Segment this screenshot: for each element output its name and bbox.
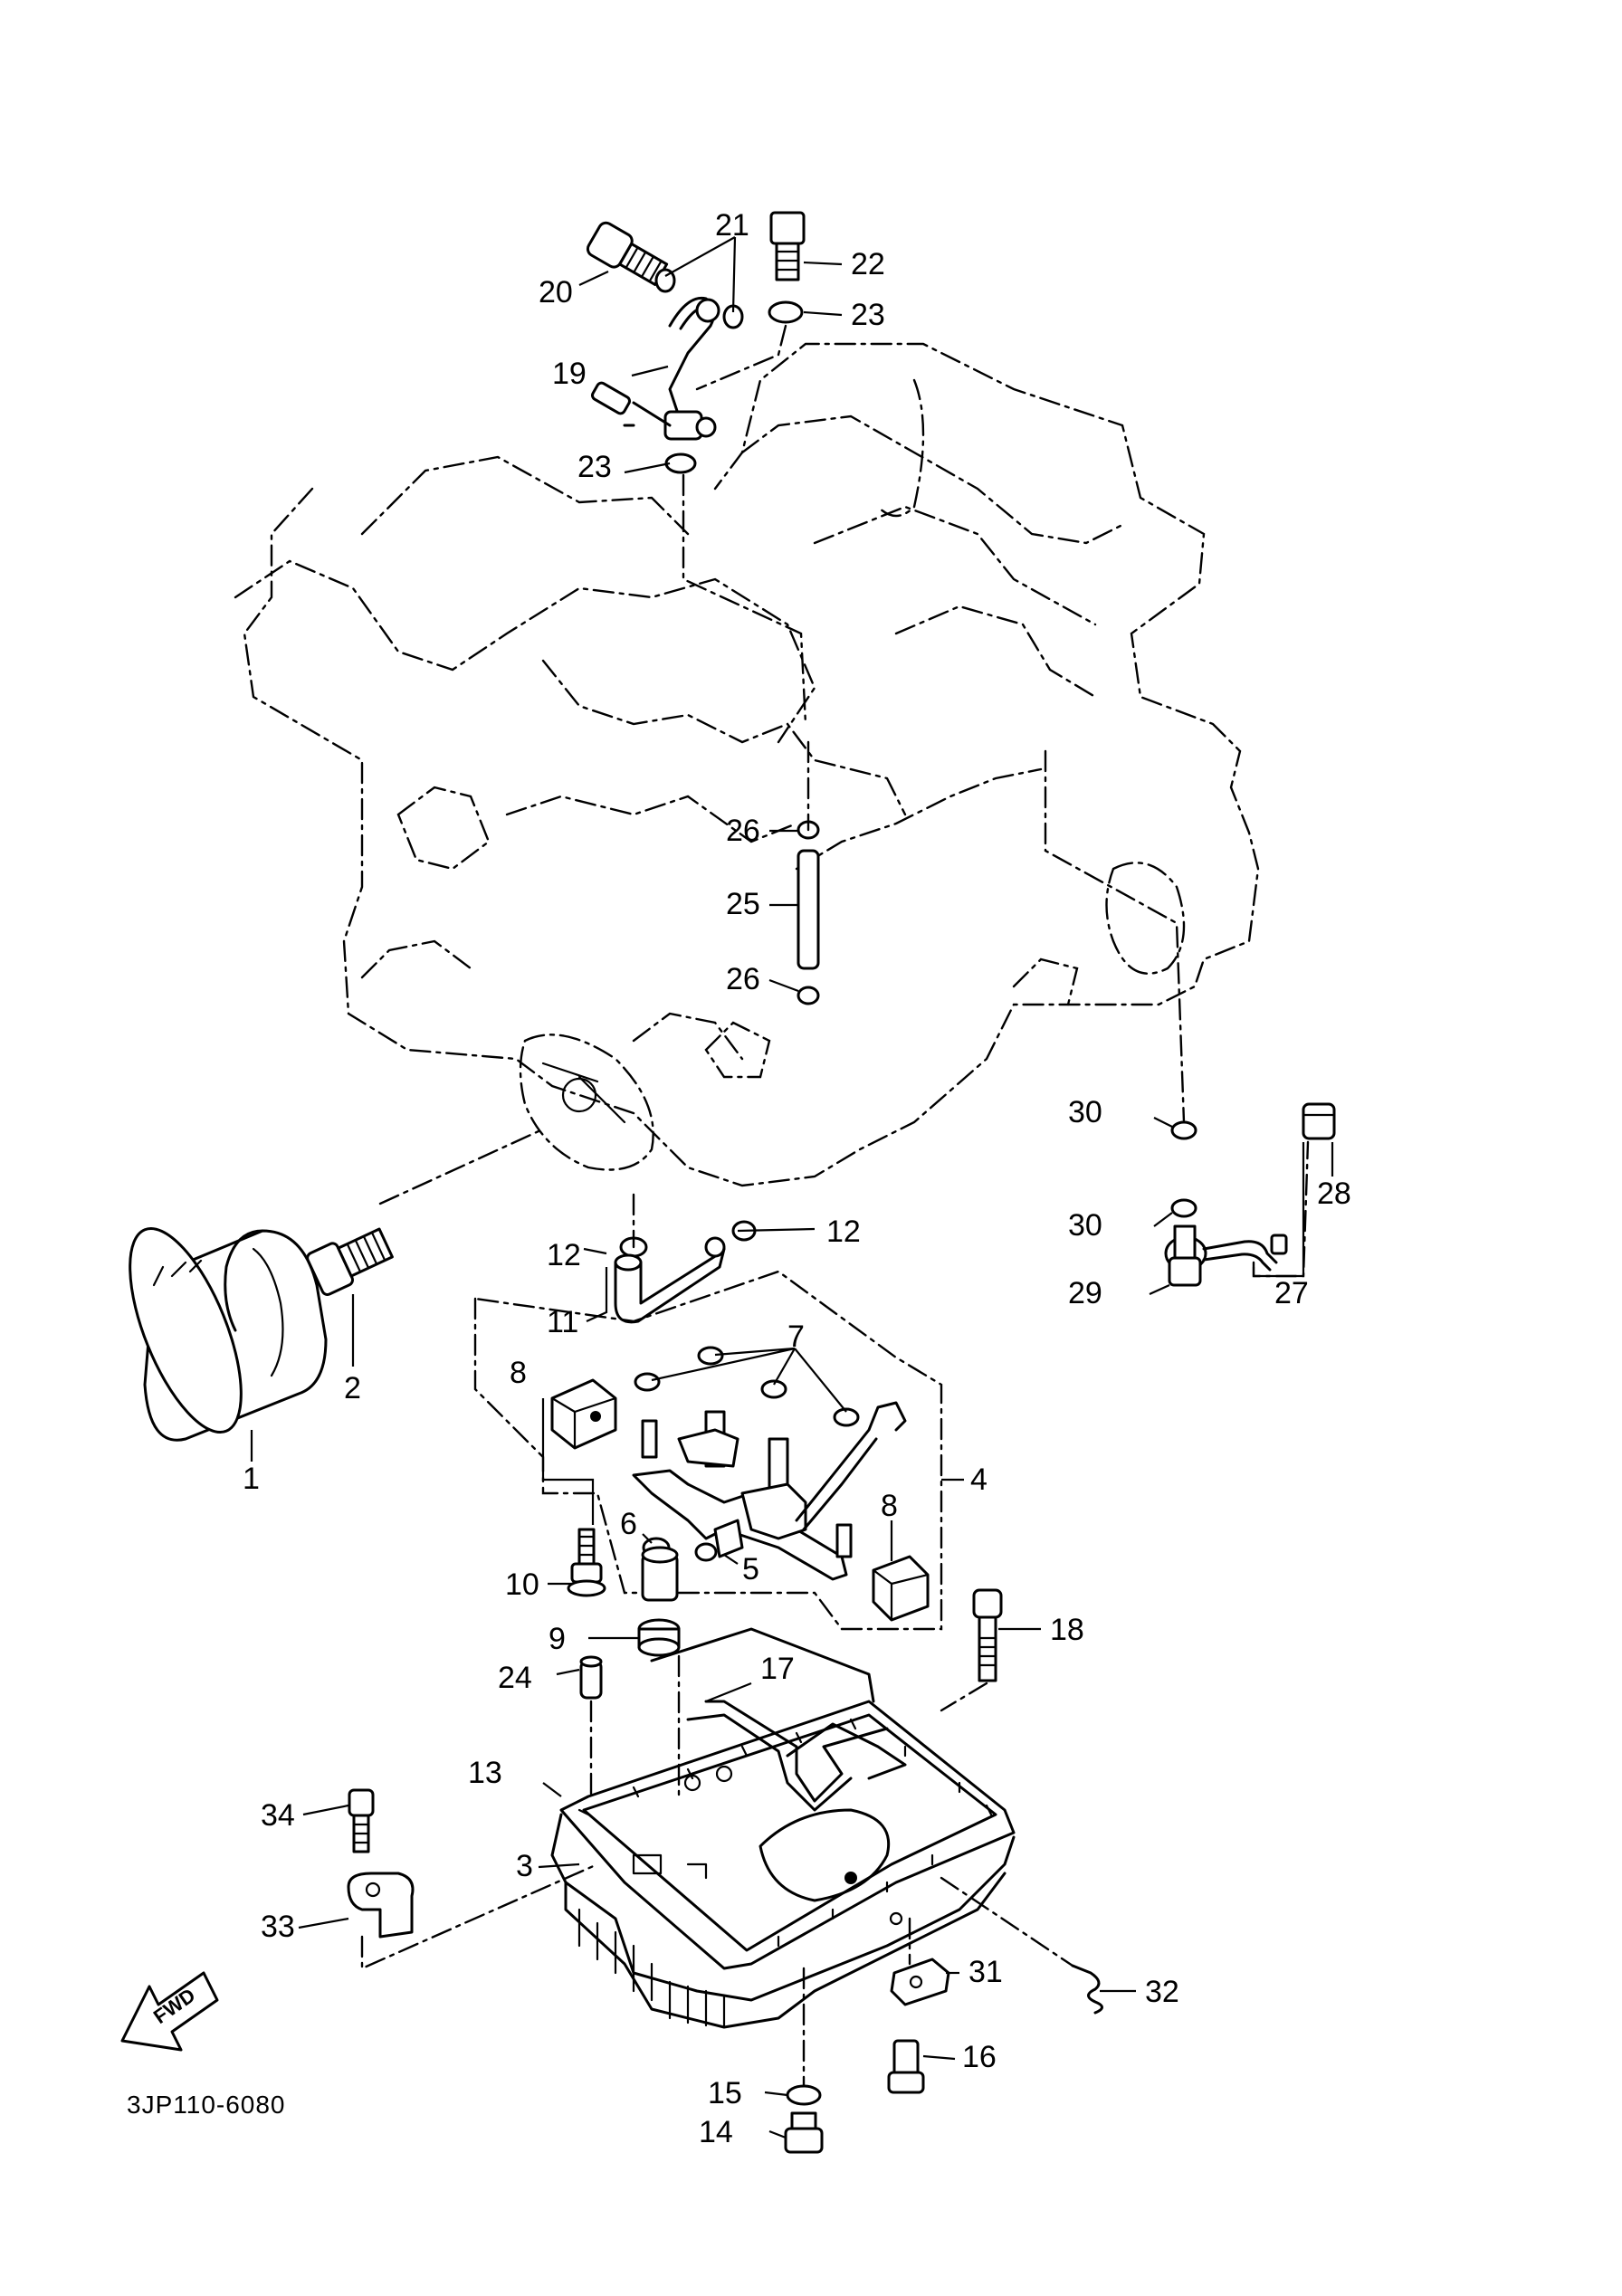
bolt-10 (567, 1528, 606, 1597)
union-bolt-22 (769, 211, 806, 281)
bolt-16 (887, 2039, 925, 2094)
plate-31 (890, 1958, 950, 2006)
callout-25: 25 (726, 887, 760, 921)
callout-8b: 8 (881, 1489, 898, 1523)
callout-20: 20 (539, 275, 573, 310)
callout-33: 33 (261, 1910, 295, 1944)
oil-delivery-pipe-assembly (586, 211, 806, 474)
o-ring-30b (1170, 1198, 1197, 1218)
union-bolt-2 (306, 1227, 394, 1296)
callout-30a: 30 (1068, 1095, 1102, 1129)
callout-14: 14 (699, 2115, 733, 2149)
callout-15: 15 (708, 2076, 742, 2110)
callout-34: 34 (261, 1798, 295, 1833)
fwd-arrow-icon: FWD (120, 1971, 219, 2052)
callout-22: 22 (851, 247, 885, 281)
o-ring-7a (634, 1372, 661, 1392)
washer-21a (654, 268, 676, 293)
callout-5: 5 (742, 1552, 759, 1586)
o-ring-7b (697, 1346, 724, 1366)
washer-23a (768, 300, 804, 324)
callout-2: 2 (344, 1371, 361, 1405)
oil-hose-11 (614, 1220, 757, 1324)
callout-3: 3 (516, 1849, 533, 1883)
diagram-code: 3JP110-6080 (127, 2091, 286, 2119)
callout-13: 13 (468, 1756, 502, 1790)
callout-24: 24 (498, 1661, 532, 1695)
bolt-34 (348, 1788, 375, 1853)
o-ring-5 (694, 1542, 718, 1562)
o-ring-30a (1170, 1120, 1197, 1140)
callout-7: 7 (787, 1319, 805, 1354)
callout-12a: 12 (547, 1238, 581, 1272)
dowel-24 (579, 1655, 603, 1700)
gasket-13 (559, 1700, 1016, 1970)
callout-1: 1 (243, 1462, 260, 1496)
callout-32: 32 (1145, 1975, 1179, 2009)
oil-pan-3 (550, 1627, 1016, 2029)
strainer-housing-4 (473, 1270, 943, 1657)
callout-26b: 26 (726, 962, 760, 996)
callout-26a: 26 (726, 814, 760, 848)
leader-lines (250, 236, 1334, 2139)
oil-filter (129, 1226, 328, 1442)
clip-32 (1071, 1964, 1103, 2015)
callout-4: 4 (970, 1462, 988, 1497)
callout-29: 29 (1068, 1276, 1102, 1310)
callout-31: 31 (968, 1955, 1003, 1989)
callout-8a: 8 (510, 1356, 527, 1390)
callout-21: 21 (715, 208, 749, 243)
drain-bolt-14 (784, 2084, 824, 2154)
callout-19: 19 (552, 357, 587, 391)
block-8a (550, 1378, 617, 1450)
alignment-lines (360, 324, 1310, 2088)
block-8b (872, 1555, 930, 1622)
cover-28 (1302, 1102, 1336, 1140)
callout-18: 18 (1050, 1613, 1084, 1647)
washer-23b (664, 453, 697, 474)
oil-pipe-25 (797, 820, 820, 1005)
bolt-18 (972, 1588, 1003, 1682)
o-ring-7c (760, 1379, 787, 1399)
callout-28: 28 (1317, 1177, 1351, 1211)
callout-23b: 23 (577, 450, 612, 484)
callout-6: 6 (620, 1507, 637, 1541)
bracket-33 (347, 1872, 415, 1939)
callout-30b: 30 (1068, 1208, 1102, 1243)
callout-9: 9 (549, 1622, 566, 1656)
callout-11: 11 (547, 1305, 578, 1339)
callout-labels: 1 2 3 4 5 6 7 8 8 9 10 11 12 12 13 14 15… (243, 208, 1351, 2149)
callout-12b: 12 (826, 1215, 861, 1249)
washer-15 (786, 2084, 822, 2106)
o-ring-7d (833, 1407, 860, 1427)
callout-10: 10 (505, 1567, 539, 1602)
bolt-29 (1168, 1224, 1202, 1287)
callout-16: 16 (962, 2040, 997, 2074)
callout-23a: 23 (851, 298, 885, 332)
engine-block (234, 342, 1260, 1187)
callout-17: 17 (760, 1652, 795, 1686)
callout-27: 27 (1274, 1276, 1309, 1310)
